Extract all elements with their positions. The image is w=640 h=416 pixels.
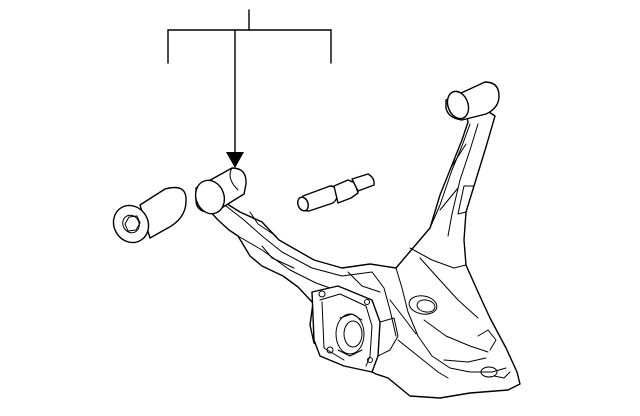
control-arm	[194, 81, 521, 399]
bushing	[112, 186, 187, 244]
leader-arrowhead	[226, 152, 244, 168]
callout-bracket	[167, 9, 332, 168]
bushing-bolt	[297, 173, 375, 212]
